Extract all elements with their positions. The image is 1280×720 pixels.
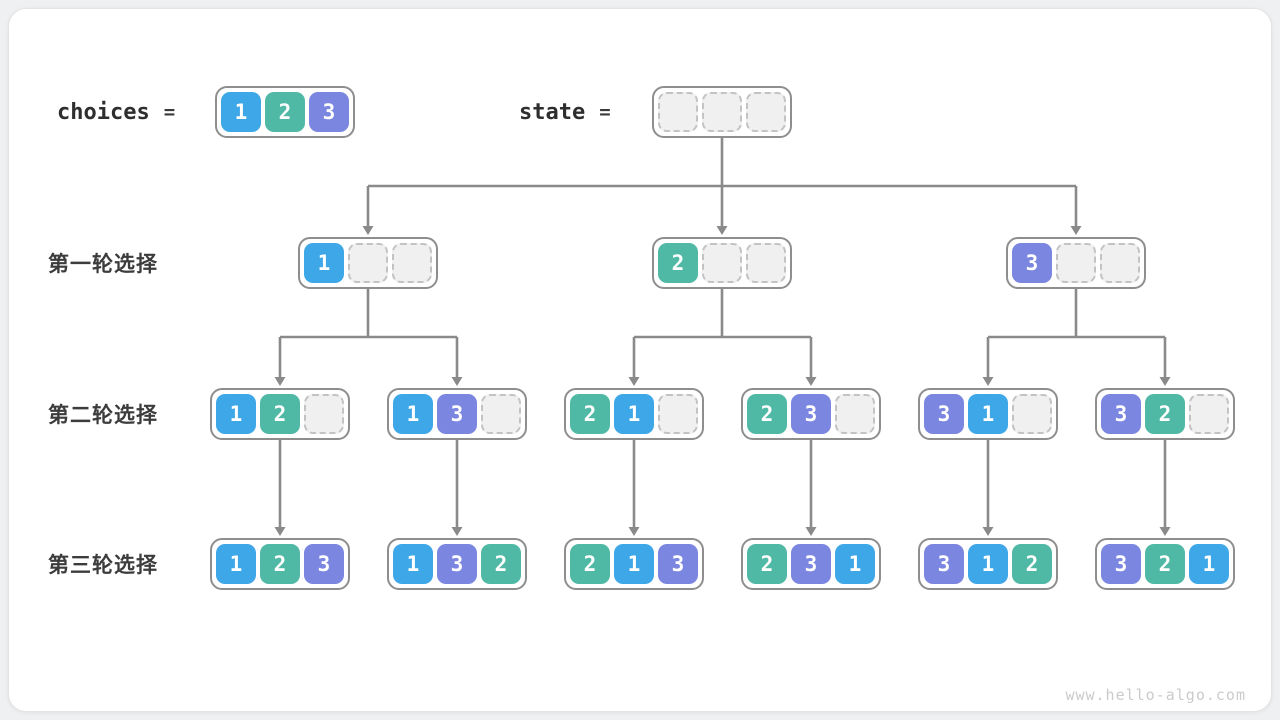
value-cell-3: 3 — [924, 394, 964, 434]
value-cell-1: 1 — [393, 394, 433, 434]
choices-label-text: choices — [57, 99, 150, 125]
empty-cell — [702, 92, 742, 132]
value-cell-2: 2 — [570, 544, 610, 584]
value-cell-3: 3 — [1101, 394, 1141, 434]
value-cell-1: 1 — [304, 243, 344, 283]
empty-cell — [1056, 243, 1096, 283]
value-cell-2: 2 — [260, 394, 300, 434]
choices-label: choices = — [57, 86, 175, 138]
tree-node-r1-1: 1 — [298, 237, 438, 289]
empty-cell — [658, 394, 698, 434]
value-cell-2: 2 — [570, 394, 610, 434]
tree-node-r1-2: 2 — [652, 237, 792, 289]
value-cell-1: 1 — [968, 544, 1008, 584]
value-cell-3: 3 — [304, 544, 344, 584]
empty-cell — [1189, 394, 1229, 434]
value-cell-1: 1 — [221, 92, 261, 132]
value-cell-2: 2 — [747, 394, 787, 434]
empty-cell — [746, 92, 786, 132]
value-cell-2: 2 — [747, 544, 787, 584]
value-cell-2: 2 — [481, 544, 521, 584]
value-cell-3: 3 — [1101, 544, 1141, 584]
value-cell-1: 1 — [216, 394, 256, 434]
state-array — [652, 86, 792, 138]
row-label-round-2: 第二轮选择 — [48, 404, 158, 427]
value-cell-2: 2 — [658, 243, 698, 283]
tree-node-r1-3: 3 — [1006, 237, 1146, 289]
empty-cell — [1012, 394, 1052, 434]
equals-sign: = — [163, 101, 176, 123]
empty-cell — [1100, 243, 1140, 283]
empty-cell — [304, 394, 344, 434]
value-cell-3: 3 — [924, 544, 964, 584]
value-cell-3: 3 — [658, 544, 698, 584]
value-cell-1: 1 — [614, 544, 654, 584]
row-label-round-3: 第三轮选择 — [48, 554, 158, 577]
value-cell-1: 1 — [968, 394, 1008, 434]
empty-cell — [746, 243, 786, 283]
value-cell-3: 3 — [309, 92, 349, 132]
state-label: state = — [519, 86, 611, 138]
value-cell-2: 2 — [265, 92, 305, 132]
empty-cell — [392, 243, 432, 283]
equals-sign: = — [599, 101, 611, 123]
value-cell-1: 1 — [1189, 544, 1229, 584]
value-cell-1: 1 — [216, 544, 256, 584]
empty-cell — [702, 243, 742, 283]
value-cell-1: 1 — [835, 544, 875, 584]
state-label-text: state — [519, 99, 586, 125]
value-cell-3: 3 — [1012, 243, 1052, 283]
value-cell-2: 2 — [1145, 394, 1185, 434]
value-cell-2: 2 — [260, 544, 300, 584]
watermark: www.hello-algo.com — [1065, 686, 1246, 704]
value-cell-2: 2 — [1012, 544, 1052, 584]
value-cell-3: 3 — [437, 394, 477, 434]
value-cell-3: 3 — [437, 544, 477, 584]
empty-cell — [835, 394, 875, 434]
value-cell-3: 3 — [791, 544, 831, 584]
empty-cell — [658, 92, 698, 132]
empty-cell — [481, 394, 521, 434]
value-cell-1: 1 — [614, 394, 654, 434]
row-label-round-1: 第一轮选择 — [48, 253, 158, 276]
value-cell-3: 3 — [791, 394, 831, 434]
value-cell-1: 1 — [393, 544, 433, 584]
value-cell-2: 2 — [1145, 544, 1185, 584]
empty-cell — [348, 243, 388, 283]
